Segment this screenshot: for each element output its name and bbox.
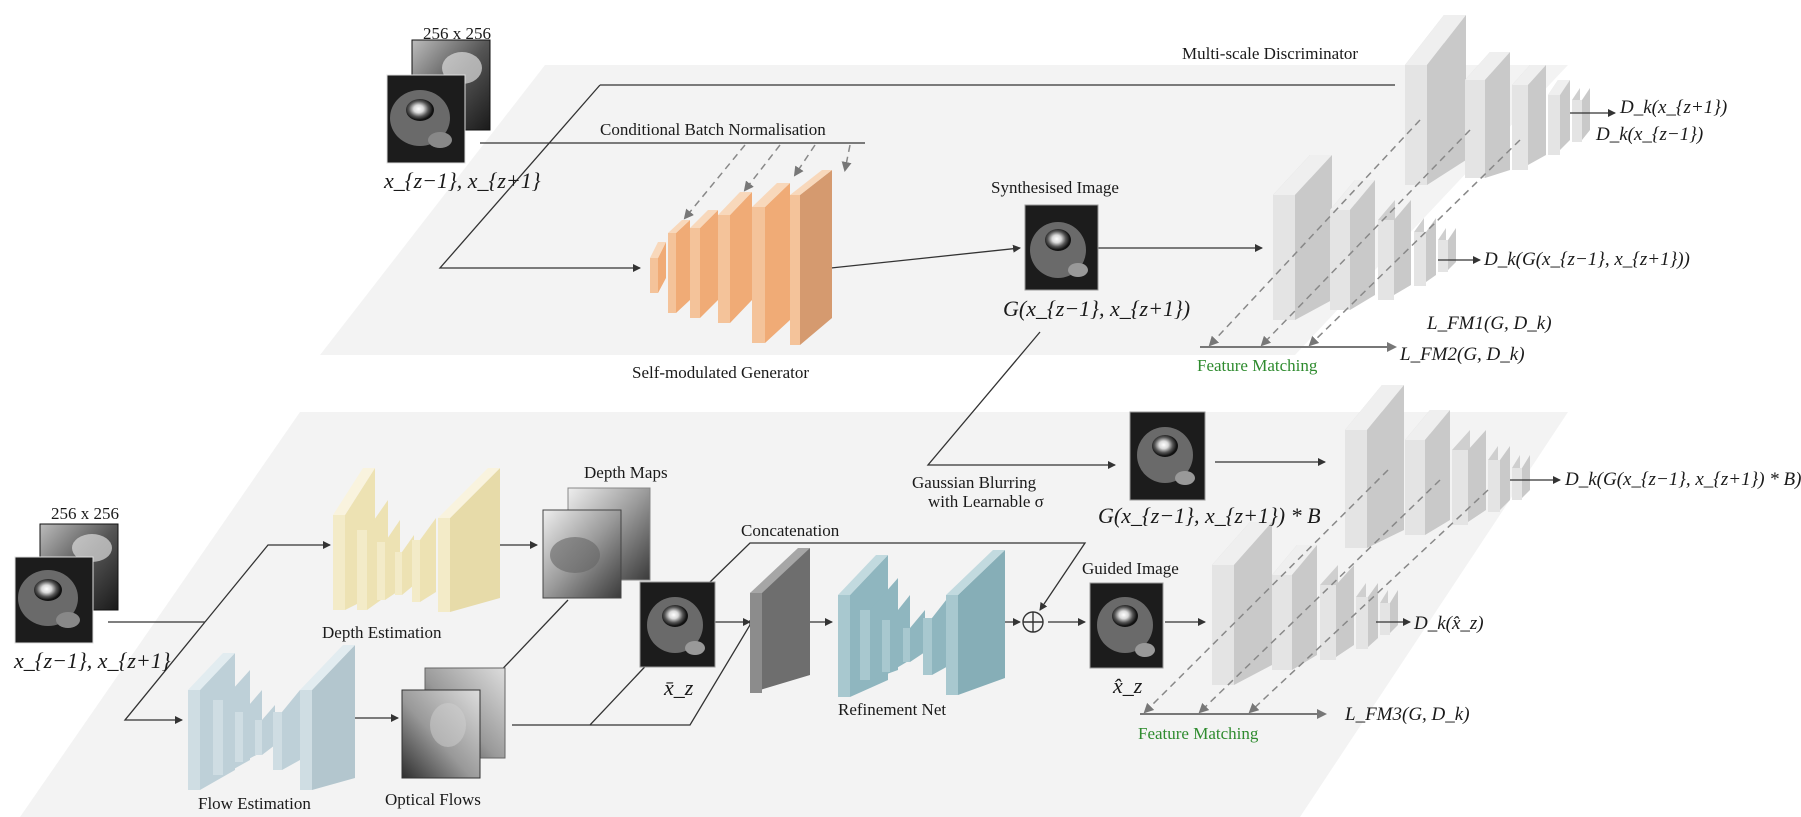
bottom-disc-dashed <box>1143 469 1489 714</box>
generator-label: Self-modulated Generator <box>632 363 810 382</box>
size-label-top: 256 x 256 <box>423 24 491 43</box>
xhat-math: x̂_z <box>1113 673 1143 698</box>
plus-circle-icon <box>1022 611 1044 633</box>
d-real-prev-math: D_k(x_{z−1}) <box>1596 124 1704 145</box>
blurred-image <box>1129 411 1206 501</box>
flow-estimation-label: Flow Estimation <box>198 794 311 813</box>
top-plane <box>320 65 1568 355</box>
top-disc-dashed <box>1208 119 1521 347</box>
gaussian-label-1: Gaussian Blurring <box>912 473 1037 492</box>
xbar-image <box>639 581 716 668</box>
d-gen-math: D_k(G(x_{z−1}, x_{z+1})) <box>1484 249 1690 270</box>
depth-estimation-blocks <box>333 468 500 612</box>
cbn-dashed-arrows <box>683 144 852 220</box>
synthesised-image <box>1024 204 1099 291</box>
synthesised-label: Synthesised Image <box>991 178 1119 197</box>
size-label-bottom: 256 x 256 <box>51 504 119 523</box>
l-fm1-math: L_FM1(G, D_k) <box>1427 313 1552 334</box>
gaussian-label-2: with Learnable σ <box>928 492 1044 511</box>
guided-image <box>1089 582 1164 669</box>
feature-matching-top-label: Feature Matching <box>1197 356 1318 375</box>
guided-label: Guided Image <box>1082 559 1179 578</box>
generator-blocks <box>650 170 832 345</box>
d-real-next-math: D_k(x_{z+1}) <box>1620 97 1728 118</box>
concatenation-label: Concatenation <box>741 521 840 540</box>
g-blur-math: G(x_{z−1}, x_{z+1}) * B <box>1098 503 1321 528</box>
gauss-connector <box>926 331 1116 469</box>
feature-matching-bottom-label: Feature Matching <box>1138 724 1259 743</box>
flow-estimation-blocks <box>188 645 355 790</box>
depth-maps-label: Depth Maps <box>584 463 668 482</box>
refinement-label: Refinement Net <box>838 700 947 719</box>
pipeline-diagram <box>14 15 1616 817</box>
optical-flows-label: Optical Flows <box>385 790 481 809</box>
g-output-math: G(x_{z−1}, x_{z+1}) <box>1003 296 1191 321</box>
input-math-top: x_{z−1}, x_{z+1} <box>384 168 541 193</box>
discriminator-blurred <box>1345 385 1530 548</box>
cbn-label: Conditional Batch Normalisation <box>600 120 826 139</box>
input-images-top <box>386 39 491 164</box>
discriminator-guided <box>1212 522 1398 685</box>
input-images-bottom <box>14 523 119 644</box>
concatenation-block <box>750 548 810 693</box>
d-gen-blur-math: D_k(G(x_{z−1}, x_{z+1}) * B) <box>1565 469 1801 490</box>
d-xhat-math: D_k(x̂_z) <box>1414 613 1484 634</box>
multi-scale-label: Multi-scale Discriminator <box>1182 44 1359 63</box>
refinement-net-blocks <box>838 550 1005 697</box>
top-connectors <box>438 84 1395 272</box>
depth-estimation-label: Depth Estimation <box>322 623 442 642</box>
l-fm3-math: L_FM3(G, D_k) <box>1345 704 1470 725</box>
discriminator-real <box>1405 15 1590 185</box>
xbar-math: x̄_z <box>664 675 694 700</box>
optical-flow-images <box>401 667 506 779</box>
input-math-bottom: x_{z−1}, x_{z+1} <box>14 648 171 673</box>
l-fm2-math: L_FM2(G, D_k) <box>1400 344 1525 365</box>
depth-maps-images <box>542 487 651 599</box>
